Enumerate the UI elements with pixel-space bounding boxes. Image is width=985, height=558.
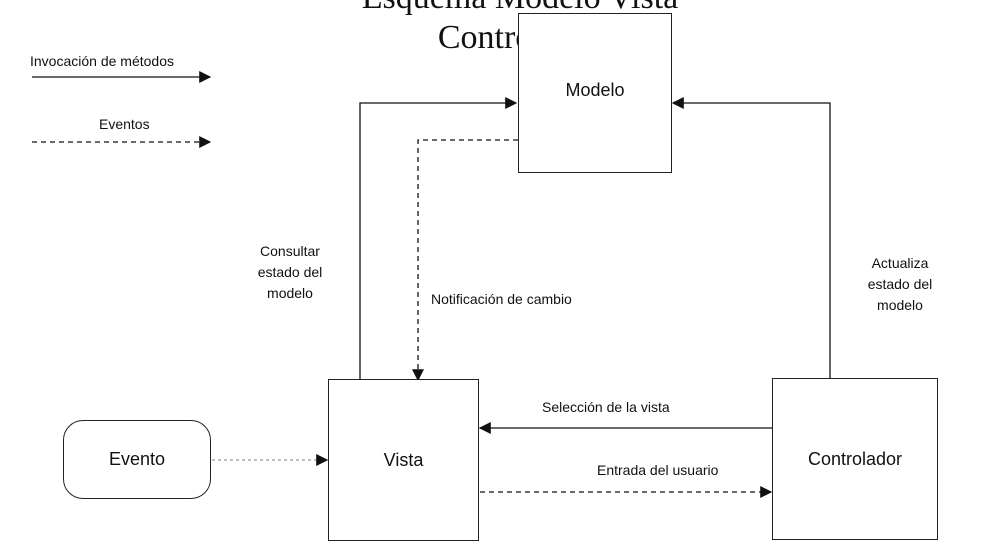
- node-evento-label: Evento: [108, 449, 166, 469]
- label-actualiza: Actualiza estado del modelo: [867, 255, 933, 313]
- label-notificacion: Notificación de cambio: [431, 291, 572, 307]
- node-modelo: Modelo: [518, 13, 672, 173]
- label-seleccion: Selección de la vista: [542, 399, 670, 415]
- node-controlador-label: Controlador: [807, 448, 903, 469]
- node-controlador: Controlador: [772, 378, 938, 540]
- label-entrada: Entrada del usuario: [597, 462, 719, 478]
- node-vista: Vista: [328, 379, 479, 541]
- label-consultar: Consultar estado del modelo: [257, 243, 323, 301]
- node-modelo-label: Modelo: [565, 80, 625, 100]
- edge-consultar: [359, 97, 518, 380]
- legend-events-label: Eventos: [99, 116, 150, 132]
- edge-actualiza: [671, 97, 831, 379]
- node-evento: Evento: [63, 420, 211, 499]
- legend-methods-label: Invocación de métodos: [30, 53, 174, 69]
- edge-notificacion: [412, 139, 518, 382]
- node-vista-label: Vista: [383, 449, 424, 470]
